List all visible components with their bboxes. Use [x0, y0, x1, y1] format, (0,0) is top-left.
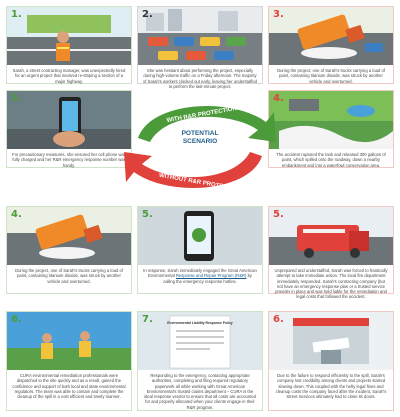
panel-caption: Sarah, a street contracting manager, was…: [12, 68, 126, 84]
illustration-fire-truck: [269, 207, 393, 265]
illustration-cleanup-crew: [7, 312, 131, 370]
panel-number: 1.: [11, 9, 22, 20]
scenario-panel-5-with: 5. In response, Sarah immediately engage…: [137, 206, 263, 294]
panel-caption: Responding to the emergency, contacting …: [144, 373, 256, 410]
illustration-overturned-truck: [7, 207, 131, 265]
scenario-panel-1: 1. Sarah, a street contracting manager, …: [6, 6, 132, 84]
panel-caption: Unprepared and understaffed, Sarah was f…: [274, 268, 388, 300]
scenario-panel-4-without: 4. The accident ruptured the tank and re…: [268, 90, 394, 168]
scenario-panel-3-with: 3. For precautionary measures, she ensur…: [6, 90, 132, 168]
illustration-highway-man: [7, 7, 131, 65]
panel-caption: CURA environmental remediation professio…: [12, 373, 126, 400]
form-title: Environmental Liability Response Policy: [167, 321, 232, 325]
panel-number: 6.: [273, 314, 284, 325]
illustration-calling-hotline: [138, 207, 262, 265]
scenario-panel-5-without: 5. Unprepared and understaffed, Sarah wa…: [268, 206, 394, 299]
panel-caption: She was hesitant about performing the pr…: [143, 68, 258, 89]
panel-number: 3.: [273, 9, 284, 20]
illustration-paint-spill: [269, 91, 393, 149]
panel-number: 5.: [142, 209, 153, 220]
illustration-traffic-jam: [138, 7, 262, 65]
scenario-panel-6-with: 6. CURA environmental remediation profes…: [6, 311, 132, 411]
panel-number: 4.: [11, 209, 22, 220]
panel-caption: For precautionary measures, she ensured …: [12, 152, 126, 168]
scenario-panel-2: 2. She was hesitant about performing the…: [137, 6, 263, 89]
caption-text: In response, Sarah immediately engaged t…: [143, 268, 257, 279]
rr-program-link[interactable]: Response and Repair Program (R&R): [175, 273, 247, 279]
panel-number: 2.: [142, 9, 153, 20]
panel-number: 5.: [273, 209, 284, 220]
illustration-overturned-truck: [269, 7, 393, 65]
scenario-title: POTENTIAL SCENARIO: [120, 130, 280, 146]
illustration-policy-form: Environmental Liability Response Policy: [138, 312, 262, 370]
scenario-panel-3-without: 3. During the project, one of Sarah's tr…: [268, 6, 394, 84]
red-arrow: [124, 152, 262, 188]
panel-number: 4.: [273, 93, 284, 104]
illustration-phone-in-hand: [7, 91, 131, 149]
illustration-closed-business: [269, 312, 393, 370]
scenario-title-line1: POTENTIAL: [181, 130, 219, 137]
panel-number: 7.: [142, 314, 153, 325]
panel-number: 3.: [11, 93, 22, 104]
scenario-panel-7-with: Environmental Liability Response Policy …: [137, 311, 263, 411]
scenario-panel-6-without: 6. Due to the failure to respond efficie…: [268, 311, 394, 411]
panel-caption: During the project, one of Sarah's truck…: [277, 68, 385, 84]
panel-caption: Due to the failure to respond efficientl…: [275, 373, 387, 400]
scenario-title-line2: SCENARIO: [182, 138, 218, 145]
caption-text: by calling the emergency response hotlin…: [163, 273, 253, 284]
panel-number: 6.: [11, 314, 22, 325]
green-arrow: [138, 106, 276, 142]
panel-caption: During the project, one of Sarah's truck…: [15, 268, 123, 284]
panel-caption: In response, Sarah immediately engaged t…: [143, 268, 257, 284]
potential-scenario-diagram: WITH R&R PROTECTION WITHOUT R&R PROTECTI…: [120, 92, 280, 202]
scenario-panel-4-with: 4. During the project, one of Sarah's tr…: [6, 206, 132, 294]
panel-caption: The accident ruptured the tank and relea…: [276, 152, 386, 168]
